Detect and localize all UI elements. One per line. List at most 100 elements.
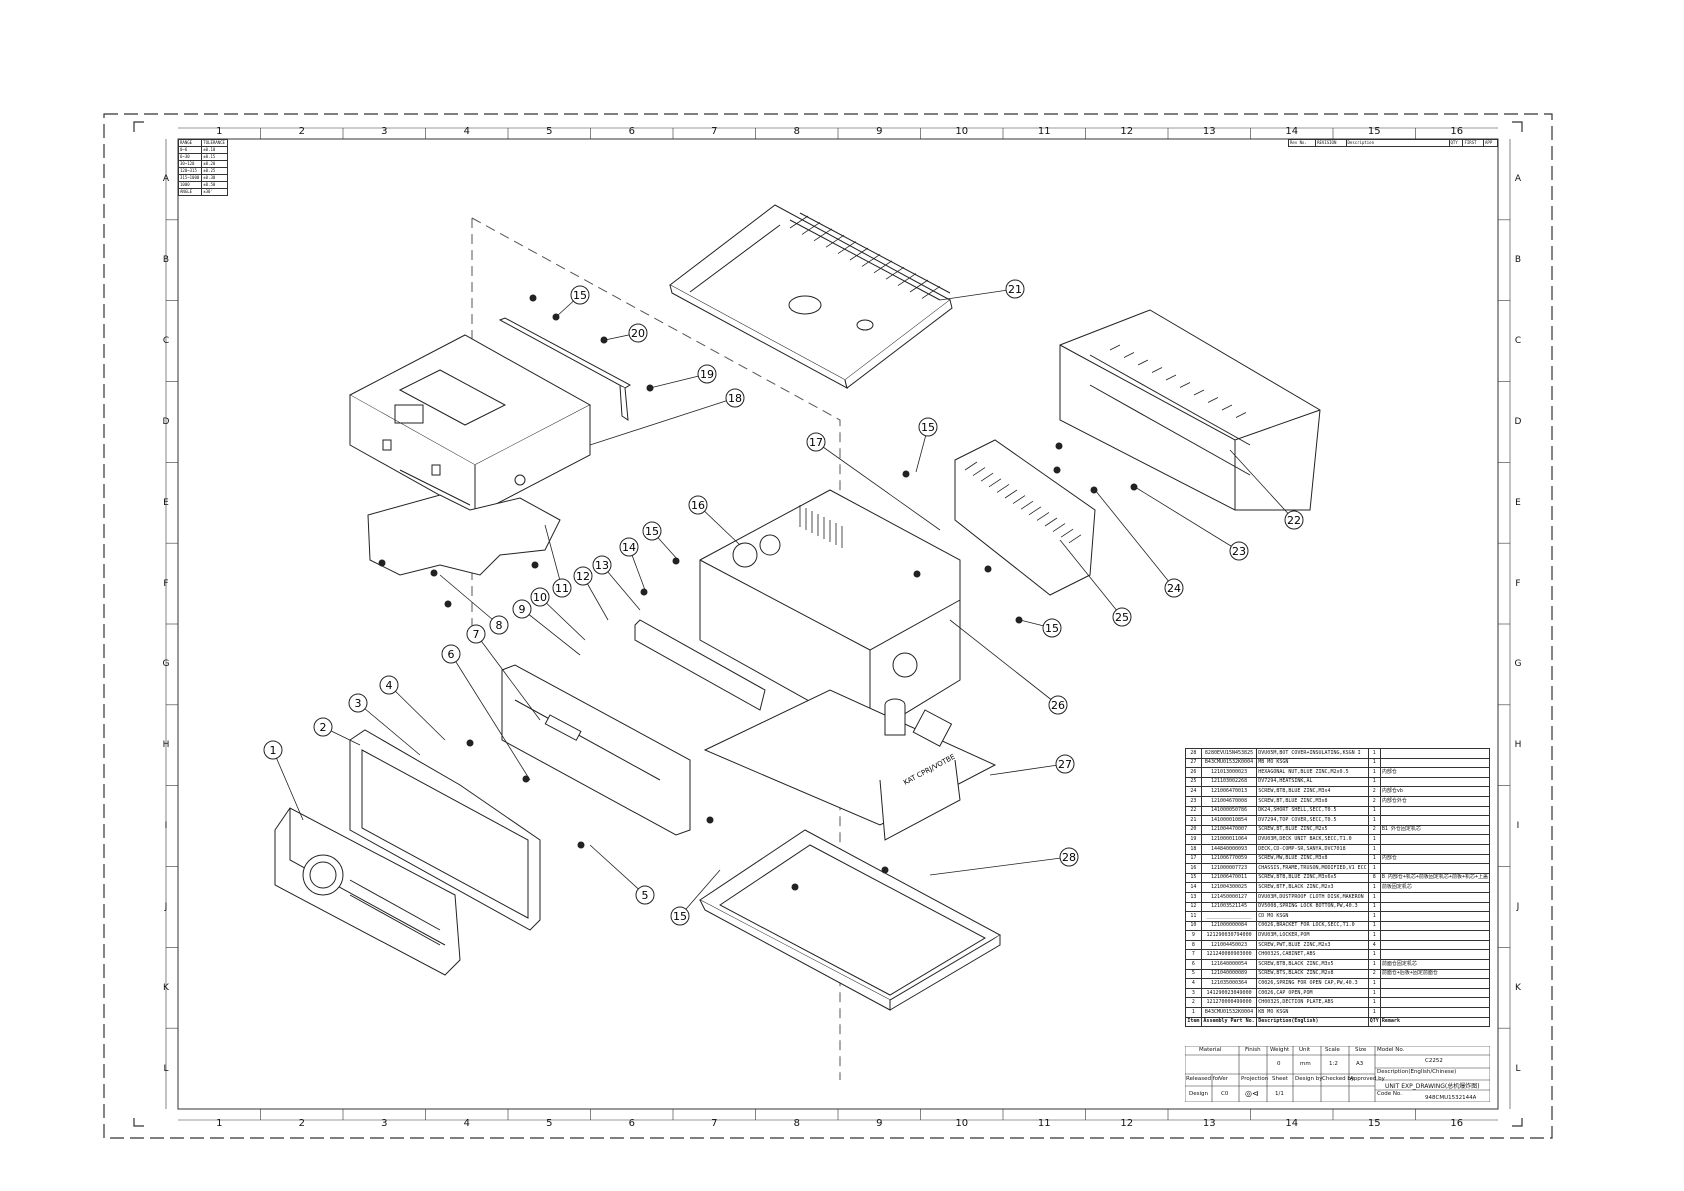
bom-header-desc: Description(English) xyxy=(1256,1016,1369,1028)
bom-desc-cell: DVU03M,DECK UNIT BACK,SECC,T1.0 xyxy=(1256,834,1369,845)
bom-item-cell: 1 xyxy=(1185,1007,1202,1018)
tb-description: UNIT EXP_DRAWING(总机爆炸图) xyxy=(1385,1083,1480,1090)
row-label: K xyxy=(1515,982,1521,993)
bom-item-cell: 10 xyxy=(1185,920,1202,932)
bom-item-cell: 21 xyxy=(1185,815,1202,826)
bom-qty-cell: 1 xyxy=(1367,805,1381,817)
bom-qty-cell: 8 xyxy=(1367,872,1381,884)
callout-number: 15 xyxy=(921,421,935,434)
bom-qty-cell: 1 xyxy=(1367,997,1381,1009)
part-25-heatsink xyxy=(954,439,1096,596)
bom-header-item: Item xyxy=(1185,1016,1202,1028)
column-label: 2 xyxy=(298,1118,305,1129)
bom-part-cell: 121013000023 xyxy=(1200,767,1258,778)
tolerance-cell: 120~315 xyxy=(177,167,203,175)
tolerance-row: 0~6±0.10 xyxy=(177,146,228,154)
callout-bubble xyxy=(441,644,461,664)
bom-part-cell: 121003521145 xyxy=(1200,901,1258,913)
part-19-bracket xyxy=(498,317,632,421)
part-14-dust-cloth xyxy=(634,619,766,711)
bom-desc-cell: SCREW,BTB,BLACK ZINC,M3x5 xyxy=(1256,959,1369,970)
tolerance-cell: RANGE xyxy=(177,139,203,147)
screw-icon xyxy=(791,883,799,891)
leader-line xyxy=(989,763,1066,776)
bom-part-cell: 121004300025 xyxy=(1200,882,1258,893)
bom-qty-cell: 1 xyxy=(1367,776,1381,788)
tb-released-for: Released for xyxy=(1186,1076,1221,1082)
column-label: 7 xyxy=(711,1118,718,1129)
bom-qty-cell: 1 xyxy=(1367,891,1381,903)
row-label: A xyxy=(1514,174,1522,185)
column-label: 1 xyxy=(216,1118,223,1129)
screw-icon xyxy=(577,841,585,849)
tolerance-cell: ±0.15 xyxy=(201,153,228,161)
leader-line xyxy=(601,564,641,611)
screw-icon xyxy=(672,557,680,565)
row-label: L xyxy=(163,1063,169,1074)
bom-qty-cell: 1 xyxy=(1367,882,1381,893)
bom-desc-cell: HEXAGONAL NUT,BLUE ZINC,M2x0.5 xyxy=(1256,767,1369,778)
bom-item-cell: 11 xyxy=(1185,911,1202,922)
callout-number: 22 xyxy=(1287,514,1301,527)
screw-icon xyxy=(466,739,474,747)
callout-bubble xyxy=(1229,541,1249,561)
callout-number: 15 xyxy=(573,289,587,302)
bom-part-cell: 121006470011 xyxy=(1200,872,1258,884)
callout-number: 9 xyxy=(519,603,526,616)
projection-symbol-icon: ◎⊲ xyxy=(1245,1089,1259,1098)
tolerance-cell: ±30' xyxy=(201,188,228,196)
screw-icon xyxy=(1090,486,1098,494)
column-label: 8 xyxy=(793,1118,800,1129)
tb-code-no-label: Code No. xyxy=(1377,1091,1402,1097)
callout-number: 25 xyxy=(1115,611,1129,624)
screw-icon xyxy=(640,588,648,596)
part-11-mech-plate xyxy=(367,494,561,576)
bom-item-cell: 9 xyxy=(1185,930,1202,941)
title-block-grid xyxy=(1185,1046,1490,1102)
tb-unit-val: mm xyxy=(1300,1061,1311,1067)
screw-icon xyxy=(1015,616,1023,624)
bom-remark-cell: 内部仓vb xyxy=(1379,786,1491,797)
tb-weight-val: 0 xyxy=(1277,1061,1281,1067)
revision-header-cell: Description xyxy=(1345,139,1450,147)
bom-desc-cell: SCREW,BT,BLUE ZINC,M2x5 xyxy=(1256,824,1369,836)
bom-desc-cell: C0026,SPRING FOR OPEN CAP,PW,40.3 xyxy=(1256,978,1369,989)
bom-item-cell: 16 xyxy=(1185,863,1202,874)
callout-bubble xyxy=(592,555,612,575)
bom-item-cell: 5 xyxy=(1185,968,1202,980)
leader-line xyxy=(544,524,563,589)
column-label: 11 xyxy=(1037,1118,1051,1129)
part-27-main-board xyxy=(703,689,997,841)
title-block: Material Finish Weight Unit Scale Size 0… xyxy=(1185,1046,1490,1102)
bom-qty-cell: 2 xyxy=(1367,795,1381,807)
callout-bubble xyxy=(512,599,532,619)
bom-header-remark: Remark xyxy=(1379,1016,1491,1028)
bom-part-cell: 121004450023 xyxy=(1200,939,1258,951)
leader-line xyxy=(439,574,500,626)
row-label: F xyxy=(1515,578,1521,589)
bom-desc-cell: KB MO KSGN xyxy=(1256,1007,1369,1018)
tb-material: Material xyxy=(1199,1047,1222,1053)
bom-desc-cell: DVU05M,BOT COVER+INSULATING,KSGN I xyxy=(1256,748,1369,759)
bom-part-cell: 141290023049000 xyxy=(1200,987,1258,999)
row-label: H xyxy=(1514,740,1522,751)
tolerance-cell: 6~30 xyxy=(177,153,203,161)
bom-qty-cell: 1 xyxy=(1367,757,1381,769)
leader-line xyxy=(697,504,741,546)
bom-item-cell: 8 xyxy=(1185,939,1202,951)
tolerance-cell: 30~120 xyxy=(177,160,203,168)
column-label: 10 xyxy=(955,126,969,137)
bom-part-cell: 121006770059 xyxy=(1200,853,1258,865)
bom-qty-cell: 1 xyxy=(1367,978,1381,989)
outer-dashed-border xyxy=(103,113,1553,1139)
